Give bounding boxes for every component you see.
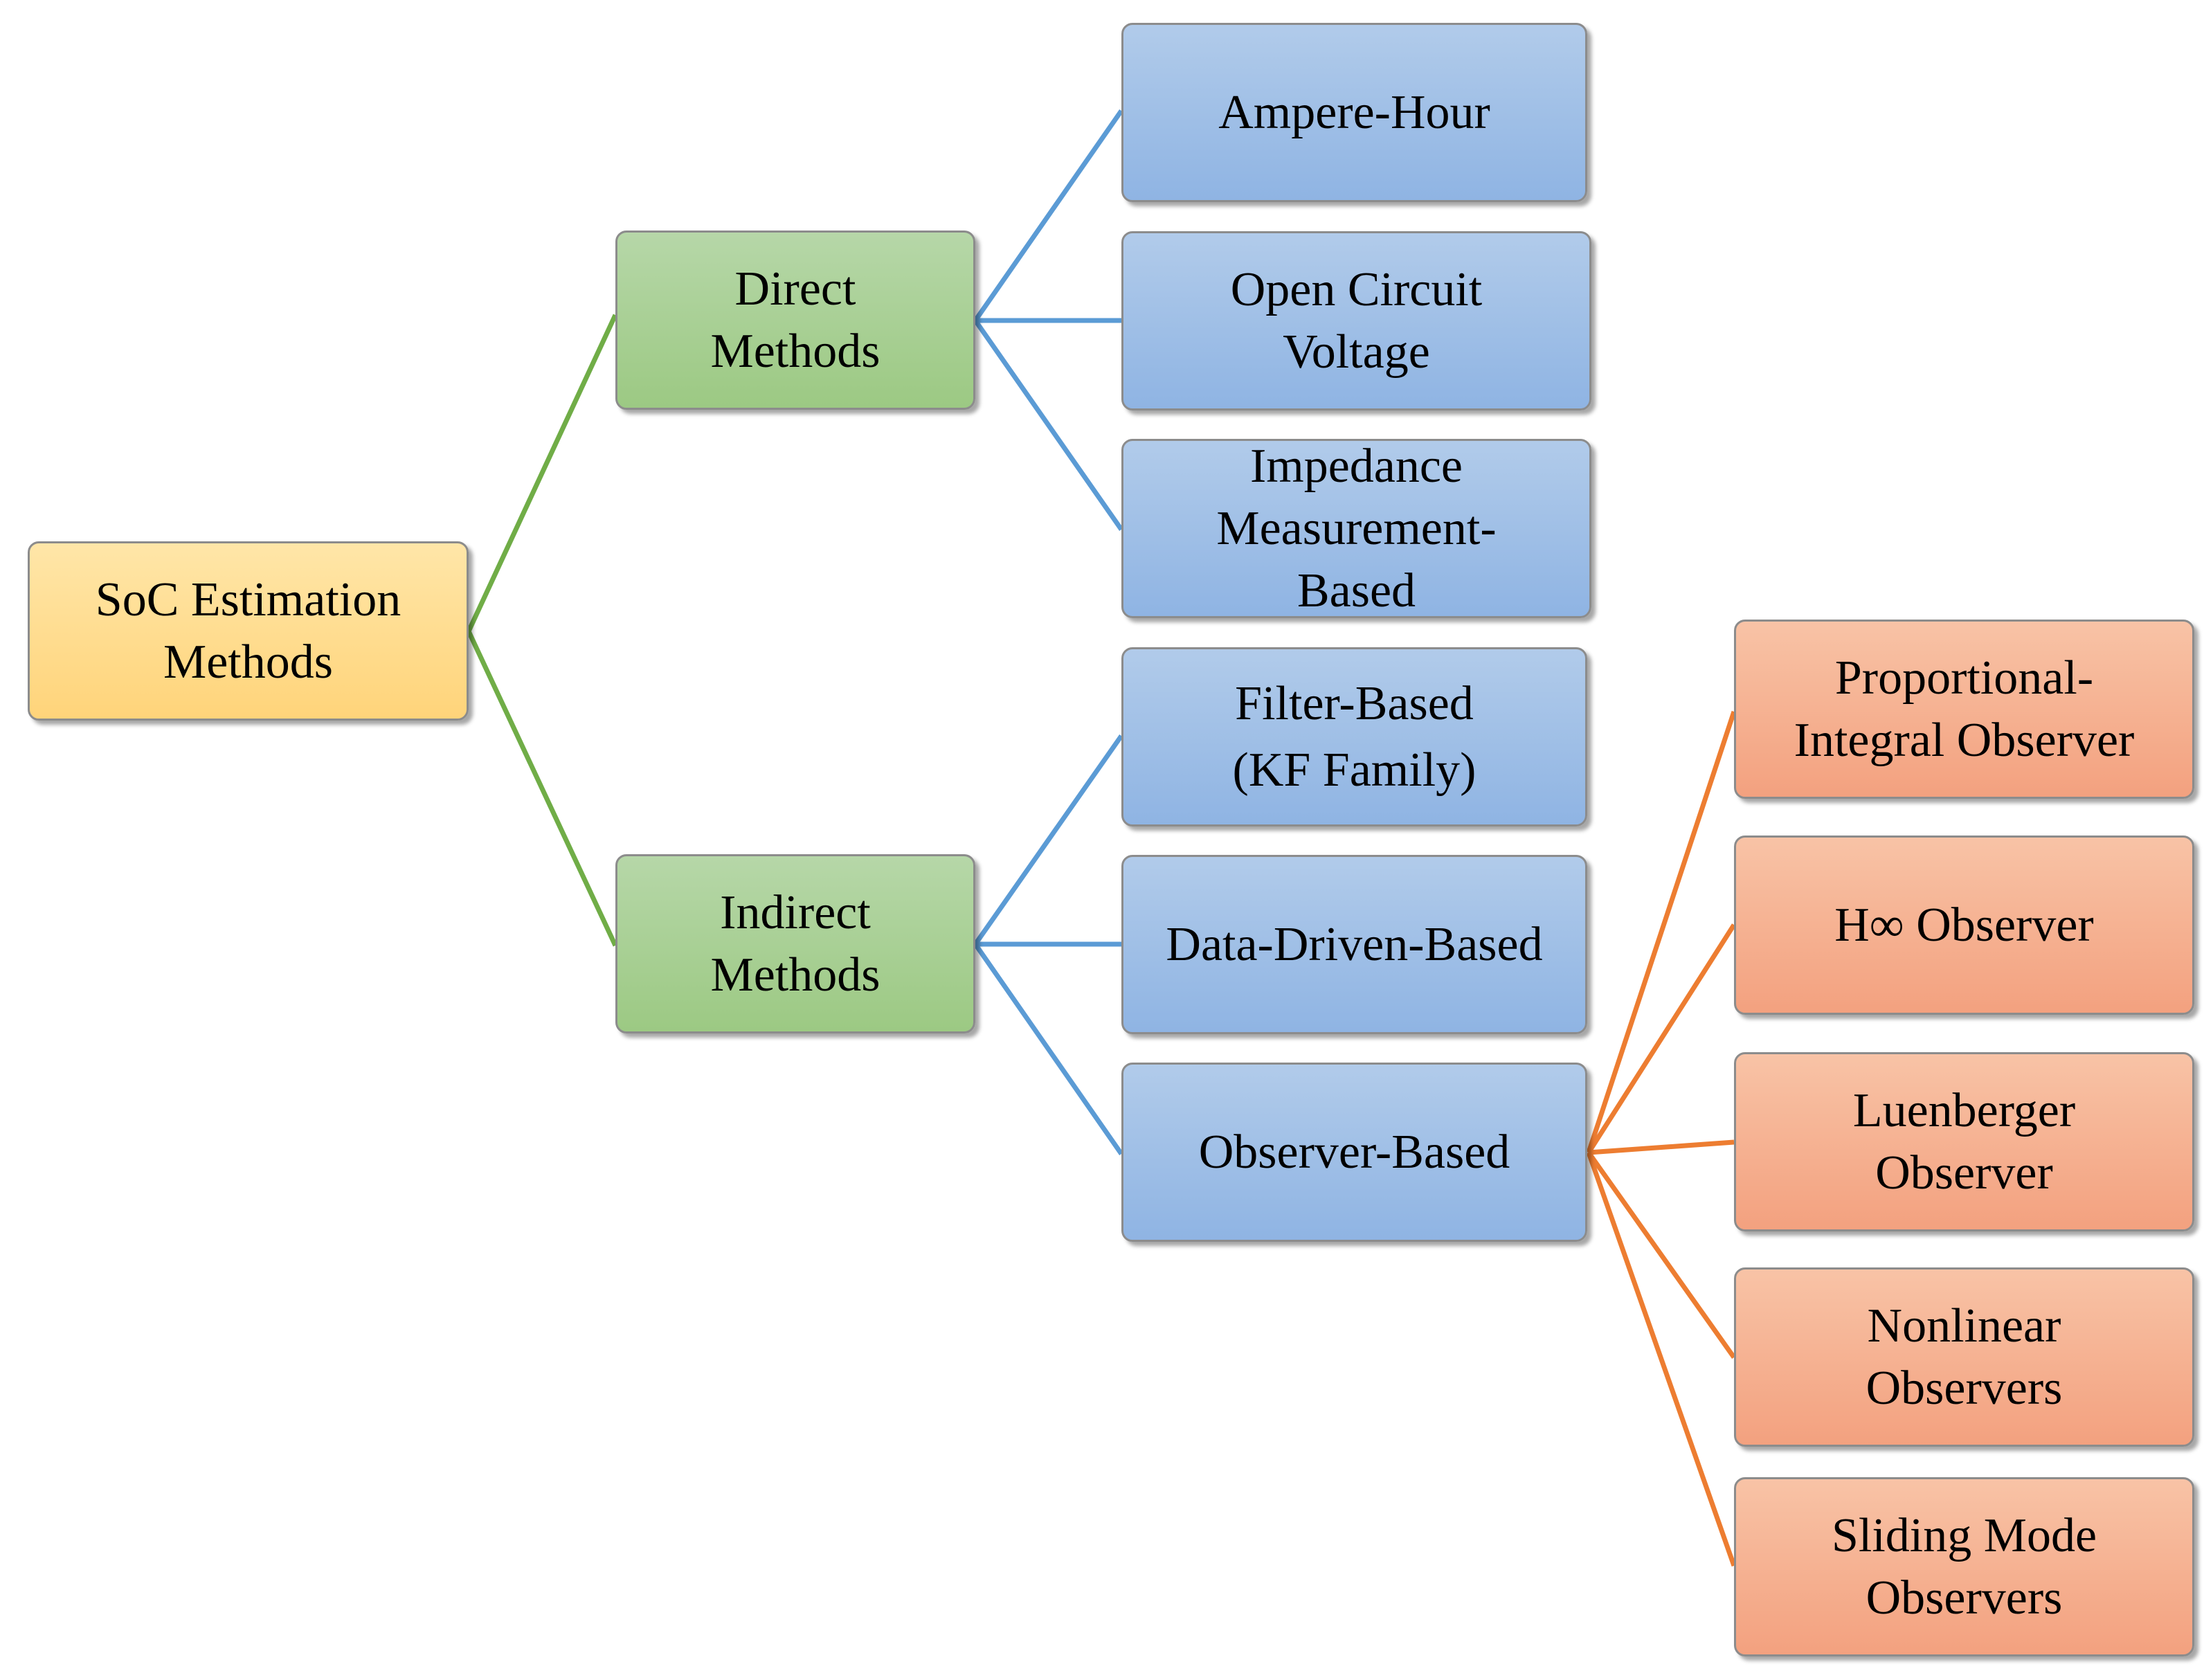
connector-root-direct [466,314,618,633]
node-h-infinity-observer: H∞ Observer [1734,836,2194,1015]
label-line: Filter-Based [1235,676,1474,730]
node-label: Filter-Based (KF Family) [1233,671,1476,804]
label-line: Methods [710,324,880,378]
label-line: Ampere-Hour [1218,85,1490,139]
connector-observer-hinf [1587,923,1736,1154]
connector-direct-ampere-hour [973,109,1123,323]
node-label: H∞ Observer [1834,894,2094,957]
connector-observer-pi [1586,710,1737,1154]
label-line: Observers [1866,1361,2063,1415]
label-line: Nonlinear [1867,1299,2061,1353]
label-line: Open Circuit [1230,262,1483,316]
label-line: Luenberger [1852,1083,2076,1137]
node-label: Proportional- Integral Observer [1794,647,2135,772]
label-line: Indirect [720,885,871,939]
connector-indirect-filter [973,734,1123,946]
connector-direct-impedance [973,318,1123,532]
label-line: Integral Observer [1794,713,2135,767]
label-line: Voltage [1283,325,1430,379]
label-line: Sliding Mode [1831,1508,2097,1562]
label-line: Methods [163,635,333,689]
label-line: H∞ Observer [1834,898,2094,952]
connector-observer-sliding [1586,1151,1737,1567]
node-observer-based: Observer-Based [1121,1063,1587,1242]
node-filter-based: Filter-Based (KF Family) [1121,647,1587,827]
label-line: Based [1297,563,1416,617]
label-line: SoC Estimation [95,572,401,626]
label-line: Methods [710,948,880,1002]
label-line: Data-Driven-Based [1166,917,1543,971]
connector-indirect-observer [973,942,1123,1156]
node-ampere-hour: Ampere-Hour [1121,23,1587,202]
connector-observer-nonlinear [1587,1150,1736,1360]
label-line: Observer [1875,1146,2053,1200]
node-label: Data-Driven-Based [1166,914,1542,976]
connector-root-indirect [466,630,618,947]
label-line: Impedance [1249,439,1463,493]
label-line: Proportional- [1834,651,2094,705]
connector-observer-luenberger [1588,1139,1735,1155]
node-label: Observer-Based [1199,1121,1510,1184]
label-line: Observer-Based [1198,1125,1510,1179]
node-data-driven-based: Data-Driven-Based [1121,855,1587,1034]
label-line: Direct [734,262,856,316]
label-line: (KF Family) [1232,743,1476,797]
node-label: Ampere-Hour [1218,82,1490,144]
label-line: Measurement- [1216,501,1497,555]
label-line: Observers [1866,1571,2063,1625]
node-pi-observer: Proportional- Integral Observer [1734,620,2194,799]
